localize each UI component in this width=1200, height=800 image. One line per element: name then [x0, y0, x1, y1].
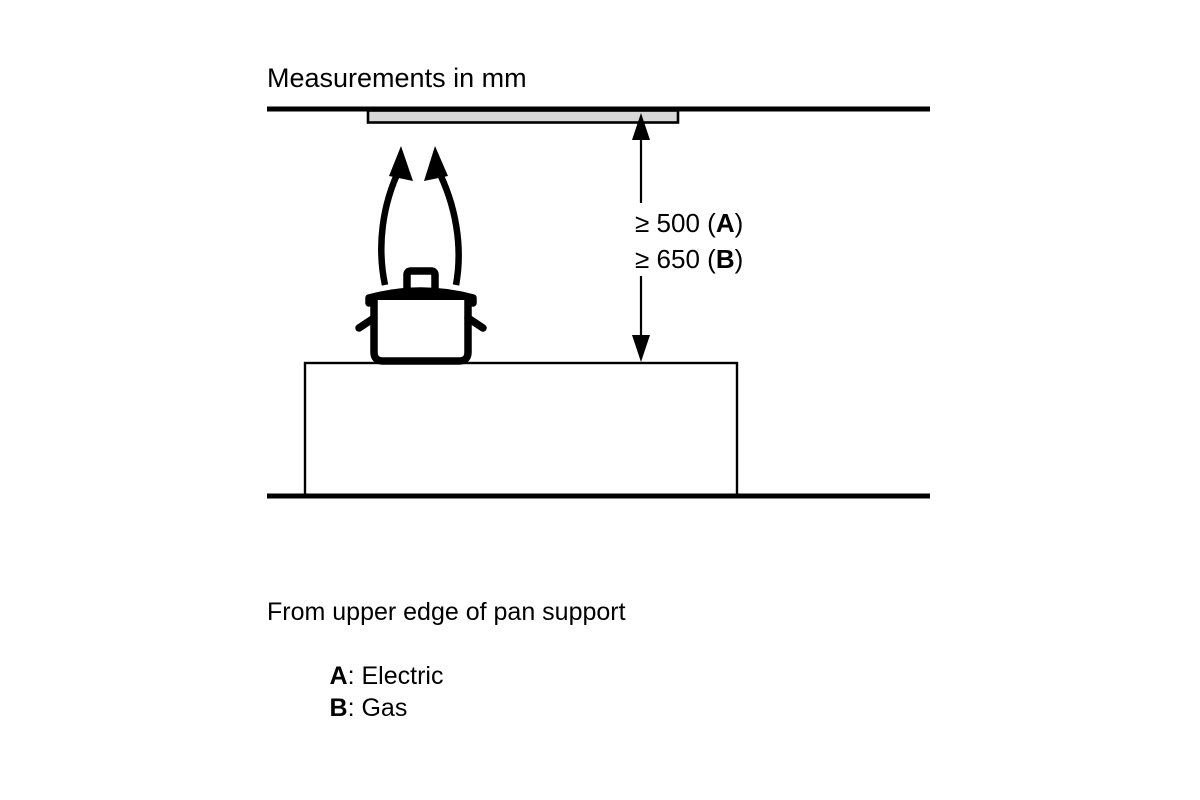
dimension-labels: ≥ 500 (A) ≥ 650 (B): [570, 208, 794, 274]
dimension-b-open-paren: (: [707, 244, 716, 274]
steam-arrows: [378, 146, 462, 286]
legend-item-a: A: Electric: [267, 662, 492, 690]
reference-caption: From upper edge of pan support: [267, 598, 626, 626]
pot-handle-left: [355, 314, 378, 332]
pot-body: [370, 296, 472, 365]
legend-b-separator: :: [348, 694, 355, 722]
legend-b-key: B: [330, 694, 348, 722]
steam-arrowhead-left: [389, 146, 413, 181]
dimension-arrowhead-up: [632, 113, 650, 140]
page-title: Measurements in mm: [267, 63, 527, 93]
dimension-a-close-paren: ): [735, 208, 744, 238]
legend-item-b: B: Gas: [267, 694, 456, 722]
dimension-a-value: 500: [657, 208, 700, 238]
dimension-b-label: B: [716, 244, 735, 274]
countertop-cabinet: [303, 361, 739, 499]
legend: A: Electric B: Gas: [267, 662, 492, 722]
dimension-line-b: ≥ 650 (B): [570, 244, 794, 274]
dimension-a-label: A: [716, 208, 735, 238]
legend-b-value: Gas: [361, 694, 407, 722]
dimension-a-text: ≥: [635, 208, 649, 238]
dimension-line-a: ≥ 500 (A): [570, 208, 794, 238]
legend-a-separator: :: [348, 662, 355, 690]
clearance-dimension-arrow: [632, 113, 650, 362]
pot-lid-handle: [403, 267, 439, 294]
dimension-a-open-paren: (: [707, 208, 716, 238]
dimension-b-text: ≥: [635, 244, 649, 274]
dimension-b-close-paren: ): [735, 244, 744, 274]
dimension-b-value: 650: [657, 244, 700, 274]
extractor-hood: [366, 109, 680, 124]
legend-a-key: A: [330, 662, 348, 690]
steam-arrowhead-right: [424, 146, 448, 181]
dimension-arrowhead-down: [632, 335, 650, 362]
legend-a-value: Electric: [361, 662, 443, 690]
cooking-pot: [355, 267, 487, 365]
pot-lid: [365, 287, 477, 307]
pot-handle-right: [464, 314, 487, 332]
